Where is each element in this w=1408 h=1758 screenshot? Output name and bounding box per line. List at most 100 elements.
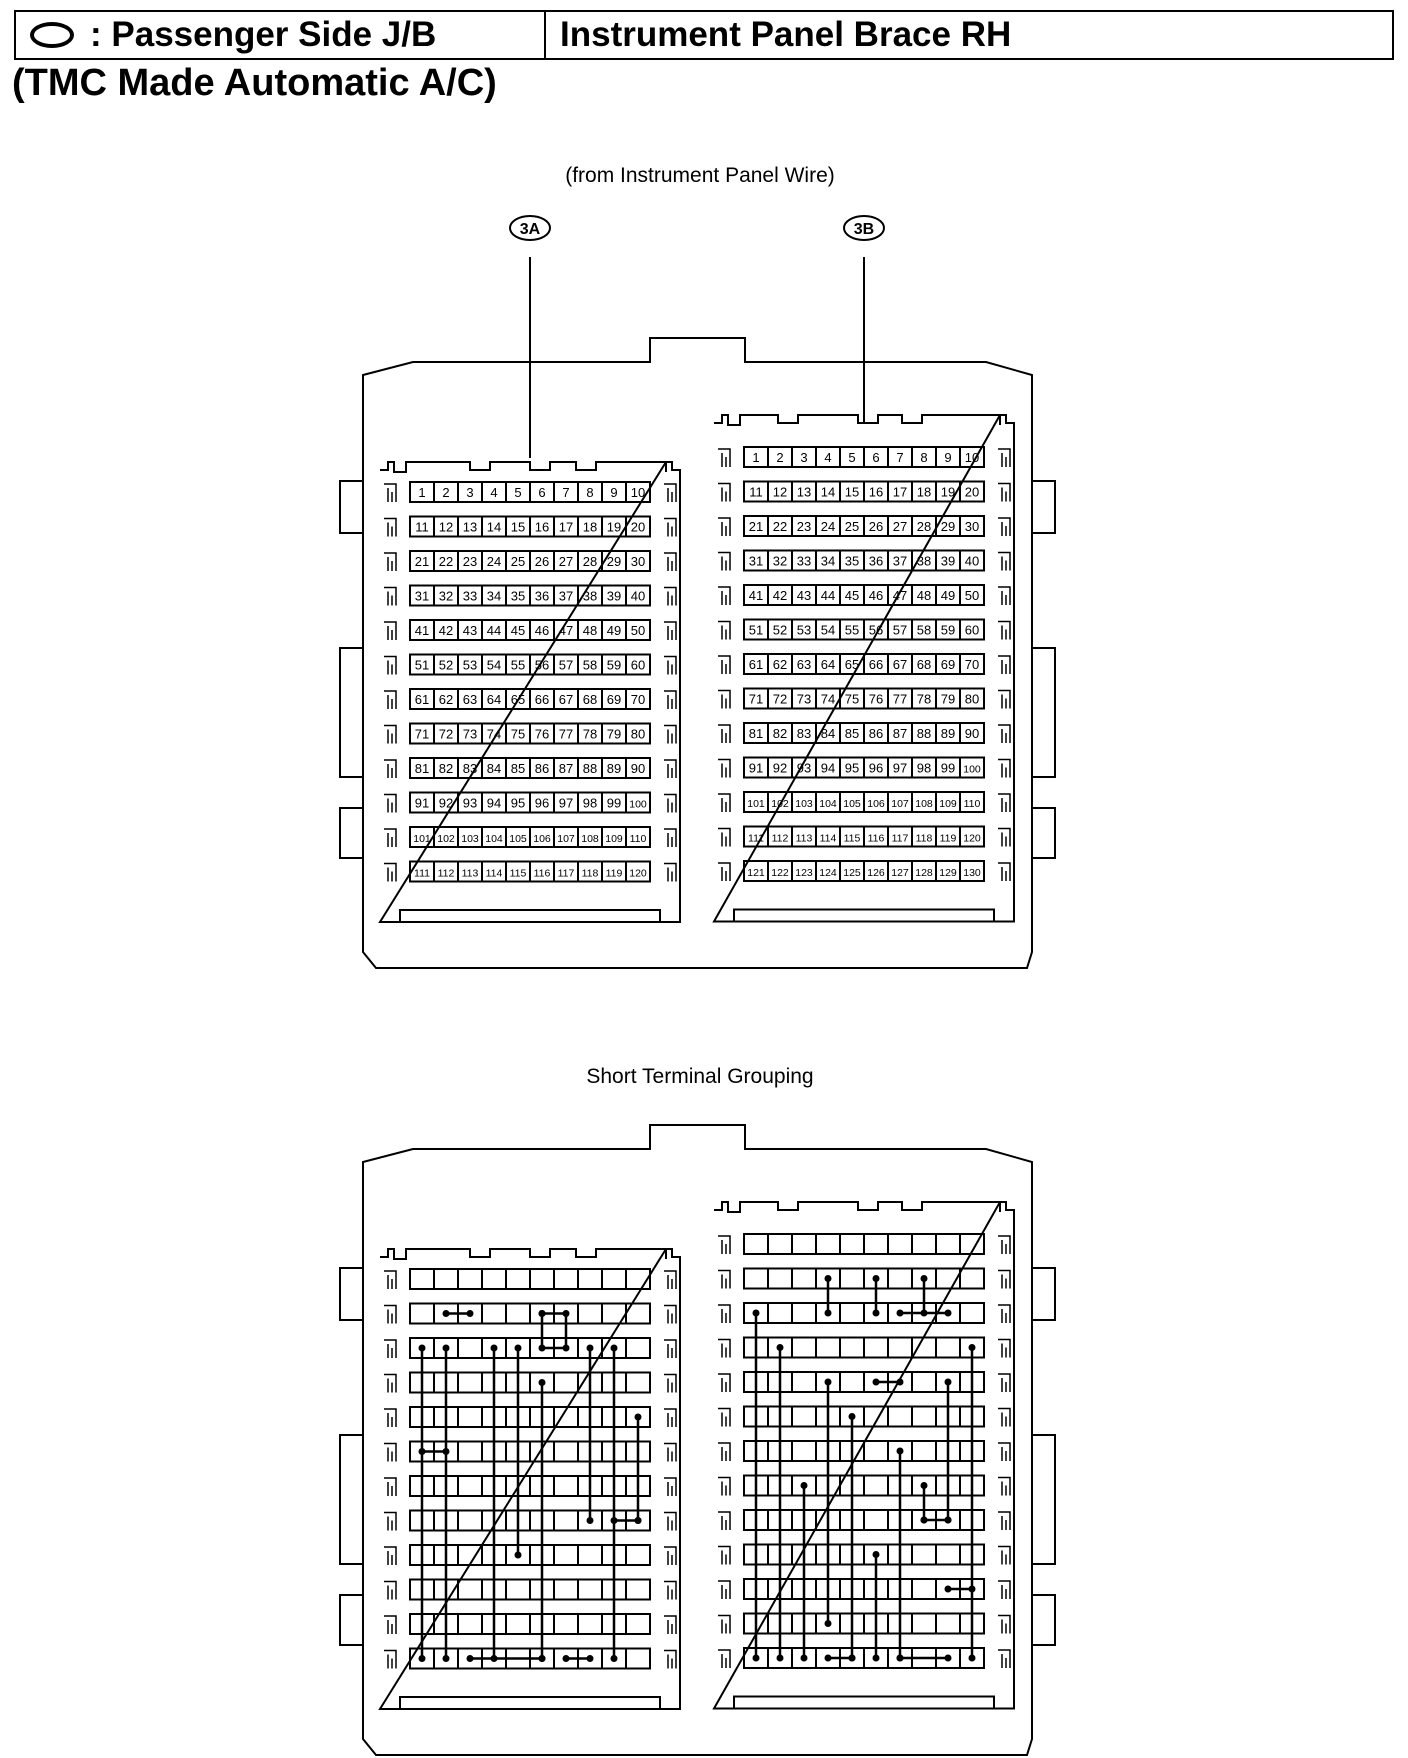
latch-clip [384,1270,397,1289]
terminal-number: 72 [773,692,787,707]
terminal-number: 82 [773,726,787,741]
terminal-number: 15 [511,520,525,535]
terminal-number: 47 [893,588,907,603]
latch-clip [998,1304,1011,1323]
terminal-number: 11 [749,485,763,500]
terminal-number: 73 [463,727,477,742]
latch-clip [664,1477,677,1496]
terminal-number: 119 [940,833,957,845]
terminal-number: 29 [941,519,955,534]
terminal-number: 37 [893,554,907,569]
short-node [562,1310,570,1317]
terminal-number: 34 [487,589,501,604]
terminal-number: 59 [941,623,955,638]
latch-clip [664,586,677,606]
terminal-number: 36 [869,554,883,569]
terminal-number: 67 [893,657,907,672]
latch-clip [998,1235,1011,1254]
side-tab-right [1031,1434,1056,1565]
terminal-number: 104 [485,833,503,845]
terminal-number: 24 [821,519,835,534]
latch-clip [718,1511,731,1530]
latch-clip [718,724,731,743]
latch-clip [718,1442,731,1461]
terminal-number: 24 [487,554,501,569]
terminal-number: 56 [535,658,549,673]
terminal-number: 96 [535,796,549,811]
terminal-number: 77 [559,727,573,742]
terminal-number: 14 [821,485,835,500]
terminal-number: 7 [562,485,569,500]
terminal-number: 41 [749,588,763,603]
terminal-number: 109 [605,833,623,845]
short-node [944,1516,952,1524]
latch-clip [998,620,1011,640]
terminal-number: 78 [917,692,931,707]
terminal-number: 58 [583,658,597,673]
latch-clip [664,690,677,709]
latch-clip [998,482,1011,502]
short-node [848,1654,856,1662]
latch-clip [998,827,1011,847]
short-node [418,1344,426,1352]
terminal-number: 83 [797,726,811,741]
terminal-number: 31 [415,589,429,604]
terminal-number: 103 [795,798,813,810]
terminal-number: 72 [439,727,453,742]
terminal-number: 39 [941,554,955,569]
short-node [610,1517,618,1524]
terminal-number: 13 [463,520,477,535]
short-node [896,1378,904,1386]
terminal-number: 57 [559,658,573,673]
terminal-number: 67 [559,692,573,707]
short-node [466,1655,474,1662]
latch-clip [664,724,677,744]
diagram1-caption: (from Instrument Panel Wire) [565,164,835,187]
latch-clip [718,655,731,674]
short-node [824,1275,832,1282]
short-node [824,1378,832,1386]
latch-clip [664,1546,677,1565]
latch-clip [664,552,677,571]
terminal-number: 40 [631,589,645,604]
terminal-number: 29 [607,554,621,569]
terminal-number: 120 [963,833,981,845]
terminal-number: 73 [797,692,811,707]
short-node [896,1654,904,1662]
latch-clip [664,517,677,537]
terminal-number: 53 [463,658,477,673]
latch-clip [718,1373,731,1392]
side-tab-left [339,807,364,859]
terminal-number: 87 [893,726,907,741]
latch-clip [998,758,1011,778]
terminal-number: 43 [797,588,811,603]
terminal-number: 97 [893,761,907,776]
terminal-number: 100 [629,799,647,811]
short-node [968,1654,976,1662]
terminal-number: 127 [891,867,909,879]
terminal-number: 93 [463,796,477,811]
terminal-number: 101 [413,833,431,845]
bottom-rail [399,1696,661,1709]
terminal-number: 54 [487,658,501,673]
short-node [944,1654,952,1662]
latch-clip [718,1545,731,1565]
terminal-number: 93 [797,761,811,776]
terminal-number: 30 [631,554,645,569]
terminal-number: 66 [869,657,883,672]
junction-block-short-grouping [339,1124,1056,1756]
terminal-number: 105 [843,798,861,810]
terminal-number: 100 [963,764,981,776]
terminal-number: 103 [461,833,479,845]
terminal-number: 96 [869,761,883,776]
terminal-number: 80 [965,692,979,707]
terminal-number: 48 [917,588,931,603]
terminal-number: 28 [583,554,597,569]
latch-clip [384,655,397,675]
latch-clip [384,862,397,882]
terminal-number: 9 [944,450,951,465]
short-node [538,1344,546,1352]
terminal-number: 92 [439,796,453,811]
latch-clip [718,551,731,571]
terminal-number: 3 [466,485,473,500]
